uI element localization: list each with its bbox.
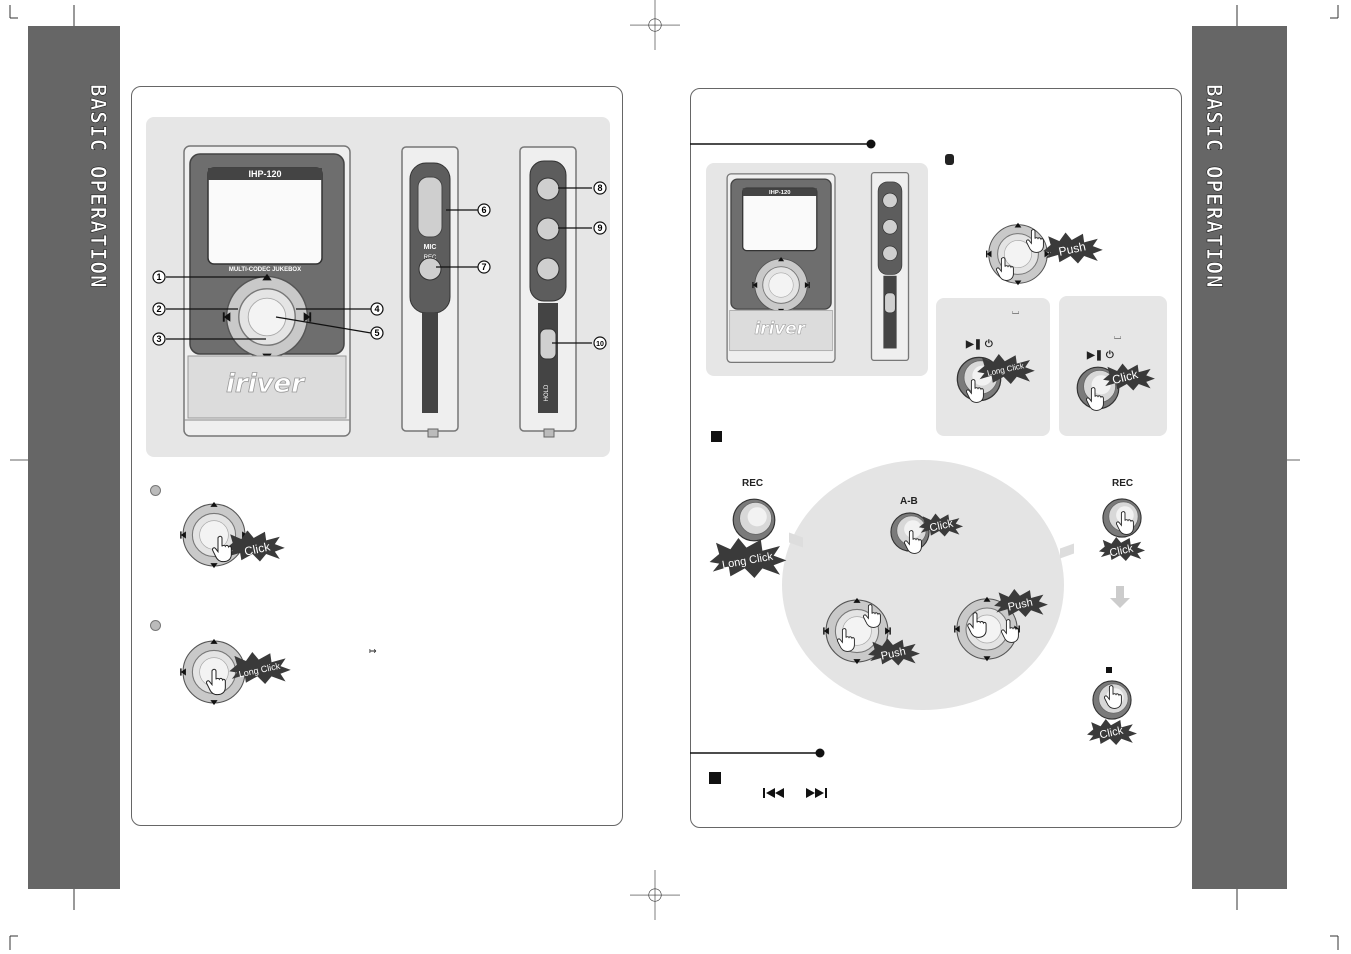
- push-label: Push: [1057, 239, 1087, 258]
- device-model: IHP-120: [248, 169, 281, 179]
- callout-9: 9: [597, 223, 602, 233]
- ab-repeat-ellipse: [782, 460, 1064, 710]
- device-right-side-illustration: HOLD: [519, 146, 577, 438]
- wheel-push-lr-illustration: Push: [953, 589, 1048, 662]
- push-label: Push: [880, 646, 907, 663]
- section-rule-bottom: [690, 748, 825, 758]
- device-mini-front: IHP-120 iriver: [726, 173, 836, 364]
- small-glyph: ⌴: [1114, 331, 1122, 341]
- device-left-side-illustration: MIC REC: [401, 146, 459, 438]
- stop-click-illustration: Click: [1087, 680, 1137, 745]
- wheel-click-illustration: Click: [179, 501, 285, 569]
- sidebar-title: BASIC OPERATION: [1202, 84, 1227, 289]
- callout-6: 6: [481, 205, 486, 215]
- wheel-long-click-illustration: Long Click: [179, 638, 291, 706]
- play-power-label: ▶❚ ⏻: [966, 339, 993, 350]
- section-rule-top: [690, 139, 876, 149]
- down-arrow-icon: [1110, 586, 1130, 608]
- callout-2: 2: [156, 304, 161, 314]
- brand-logo: iriver: [226, 369, 306, 399]
- rec-label: REC: [1112, 478, 1134, 489]
- bullet-icon: [150, 620, 161, 631]
- callouts-layer: 1 2 3 4 5 6 7 8 9 10: [152, 181, 607, 350]
- callout-4: 4: [374, 304, 379, 314]
- click-power-box: [1059, 296, 1167, 436]
- push-label: Push: [1007, 597, 1034, 614]
- mic-label: MIC: [424, 244, 437, 251]
- crosshair-icon: [629, 870, 681, 920]
- play-power-label: ▶❚ ⏻: [1087, 350, 1114, 361]
- brand-logo: iriver: [754, 318, 806, 338]
- device-model: IHP-120: [769, 190, 791, 196]
- power-click-illustration: Click: [1076, 363, 1155, 411]
- rec-click-illustration: Click: [1098, 498, 1146, 561]
- power-long-click-illustration: Long Click: [956, 354, 1035, 403]
- left-sidebar: BASIC OPERATION: [28, 26, 120, 889]
- right-sidebar: BASIC OPERATION: [1192, 26, 1287, 889]
- square-bullet-icon: [709, 772, 721, 784]
- device-subtitle: MULTI-CODEC JUKEBOX: [229, 267, 301, 273]
- callout-10: 10: [596, 341, 604, 348]
- gear-bullet-icon: [945, 154, 954, 165]
- click-label: Click: [928, 518, 954, 535]
- square-bullet-icon: [711, 431, 722, 442]
- ab-click-illustration: Click: [890, 512, 964, 554]
- callout-7: 7: [481, 262, 486, 272]
- click-label: Click: [1098, 725, 1124, 742]
- wheel-push-up-illustration: Push: [822, 597, 920, 666]
- small-glyph: ⌴: [1012, 306, 1020, 316]
- hold-label: HOLD: [544, 384, 550, 401]
- device-mini-side: [870, 171, 910, 362]
- callout-5: 5: [374, 328, 379, 338]
- device-front-illustration: IHP-120 MULTI-CODEC JUKEBOX iriver: [183, 145, 351, 437]
- bullet-icon: [150, 485, 161, 496]
- click-label: Click: [1111, 367, 1141, 387]
- wheel-push-illustration: Push: [985, 222, 1103, 286]
- callout-8: 8: [597, 183, 602, 193]
- rec-long-click-illustration: Long Click: [709, 498, 787, 578]
- callout-3: 3: [156, 334, 161, 344]
- prev-icon: [763, 788, 784, 798]
- small-glyph: ↦: [369, 646, 377, 656]
- sidebar-title: BASIC OPERATION: [86, 84, 111, 289]
- ab-label: A-B: [900, 496, 918, 507]
- crosshair-icon: [629, 0, 681, 50]
- click-label: Click: [1108, 543, 1134, 560]
- click-label: Click: [243, 539, 272, 558]
- next-icon: [806, 788, 827, 798]
- rec-label: REC: [742, 478, 764, 489]
- stop-icon: [1106, 667, 1112, 673]
- callout-1: 1: [156, 272, 161, 282]
